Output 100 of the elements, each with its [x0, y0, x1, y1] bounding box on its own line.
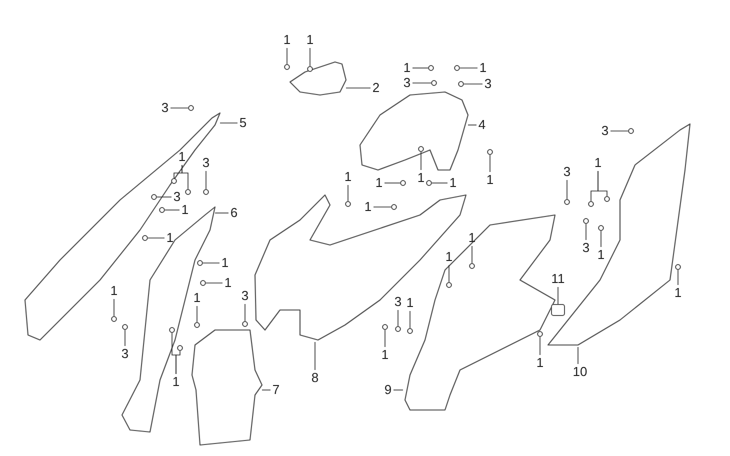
callout-number: 1 — [448, 175, 458, 191]
leader-line — [432, 182, 448, 184]
callout-number: 3 — [160, 100, 170, 116]
callout-number: 1 — [478, 60, 488, 76]
clip-icon — [551, 304, 565, 316]
screw-icon — [200, 280, 206, 286]
callout-number: 3 — [600, 123, 610, 139]
callout-number: 1 — [164, 230, 176, 246]
callout-number: 1 — [466, 230, 478, 246]
screw-icon — [598, 225, 604, 231]
callout-number: 1 — [484, 172, 496, 188]
callout-number: 3 — [482, 76, 494, 92]
screw-icon — [284, 64, 290, 70]
leader-line — [384, 182, 400, 184]
front-panel-drawing — [252, 192, 468, 342]
screw-icon — [583, 218, 589, 224]
callout-number: 1 — [592, 155, 604, 171]
screw-icon — [194, 322, 200, 328]
screw-icon — [188, 105, 194, 111]
screw-icon — [391, 204, 397, 210]
leader-line — [373, 206, 392, 208]
callout-number: 1 — [192, 290, 202, 306]
callout-number: 1 — [402, 60, 412, 76]
screw-icon — [431, 80, 437, 86]
grille-drawing — [190, 328, 262, 448]
leader-line — [176, 350, 180, 374]
leader-line — [314, 342, 316, 370]
callout-number: 3 — [580, 240, 592, 256]
callout-number: 1 — [282, 32, 292, 48]
screw-icon — [426, 180, 432, 186]
callout-number: 1 — [342, 169, 354, 185]
leader-line — [286, 48, 288, 64]
screw-icon — [197, 260, 203, 266]
callout-number: 11 — [550, 271, 566, 287]
callout-number: 4 — [476, 117, 488, 133]
leader-line — [468, 124, 477, 126]
screw-icon — [564, 199, 570, 205]
screw-icon — [428, 65, 434, 71]
leader-line — [124, 330, 126, 346]
screw-icon — [185, 189, 191, 195]
leader-line — [412, 82, 432, 84]
leader-line — [566, 180, 568, 200]
screw-icon — [675, 264, 681, 270]
screw-icon — [122, 324, 128, 330]
side-panel-drawing — [546, 122, 692, 347]
callout-number: 1 — [176, 149, 188, 165]
screw-icon — [395, 326, 401, 332]
screw-icon — [628, 128, 634, 134]
screw-icon — [537, 331, 543, 337]
screw-icon — [382, 324, 388, 330]
callout-number: 1 — [170, 374, 182, 390]
callout-number: 1 — [220, 255, 230, 271]
callout-number: 2 — [370, 80, 382, 96]
callout-number: 7 — [270, 382, 282, 398]
leader-line — [384, 330, 386, 348]
screw-icon — [159, 207, 165, 213]
callout-number: 1 — [380, 347, 390, 363]
screw-icon — [400, 180, 406, 186]
frame-drawing — [358, 90, 468, 172]
callout-number: 1 — [108, 283, 120, 299]
seat-cover-drawing — [288, 60, 346, 97]
callout-number: 8 — [310, 370, 320, 386]
screw-icon — [458, 81, 464, 87]
callout-number: 3 — [402, 75, 412, 91]
leader-line — [196, 306, 198, 322]
leader-line — [214, 212, 229, 214]
callout-number: 3 — [392, 294, 404, 310]
leader-line — [600, 230, 602, 248]
callout-number: 1 — [222, 275, 234, 291]
inner-panel-drawing — [120, 205, 215, 435]
callout-number: 3 — [200, 155, 212, 171]
callout-number: 1 — [362, 199, 374, 215]
leader-line — [206, 282, 223, 284]
screw-icon — [407, 328, 413, 334]
callout-number: 1 — [672, 285, 684, 301]
leader-line — [598, 170, 608, 196]
screw-icon — [307, 66, 313, 72]
leader-line — [182, 164, 188, 190]
callout-number: 1 — [534, 355, 546, 371]
callout-number: 3 — [120, 346, 130, 362]
leader-line — [202, 262, 220, 264]
screw-icon — [487, 149, 493, 155]
callout-number: 1 — [444, 249, 454, 265]
screw-icon — [177, 345, 183, 351]
leader-line — [244, 304, 246, 322]
screw-icon — [111, 316, 117, 322]
callout-number: 10 — [572, 364, 588, 380]
screw-icon — [203, 189, 209, 195]
callout-number: 1 — [180, 202, 190, 218]
side-panel-drawing — [24, 112, 220, 342]
callout-number: 1 — [304, 32, 316, 48]
callout-number: 1 — [374, 175, 384, 191]
callout-number: 1 — [416, 170, 426, 186]
callout-number: 3 — [240, 288, 250, 304]
leader-line — [420, 152, 422, 170]
screw-icon — [242, 321, 248, 327]
callout-number: 6 — [228, 205, 240, 221]
callout-number: 5 — [238, 115, 248, 131]
callout-number: 3 — [562, 164, 572, 180]
screw-icon — [171, 178, 177, 184]
